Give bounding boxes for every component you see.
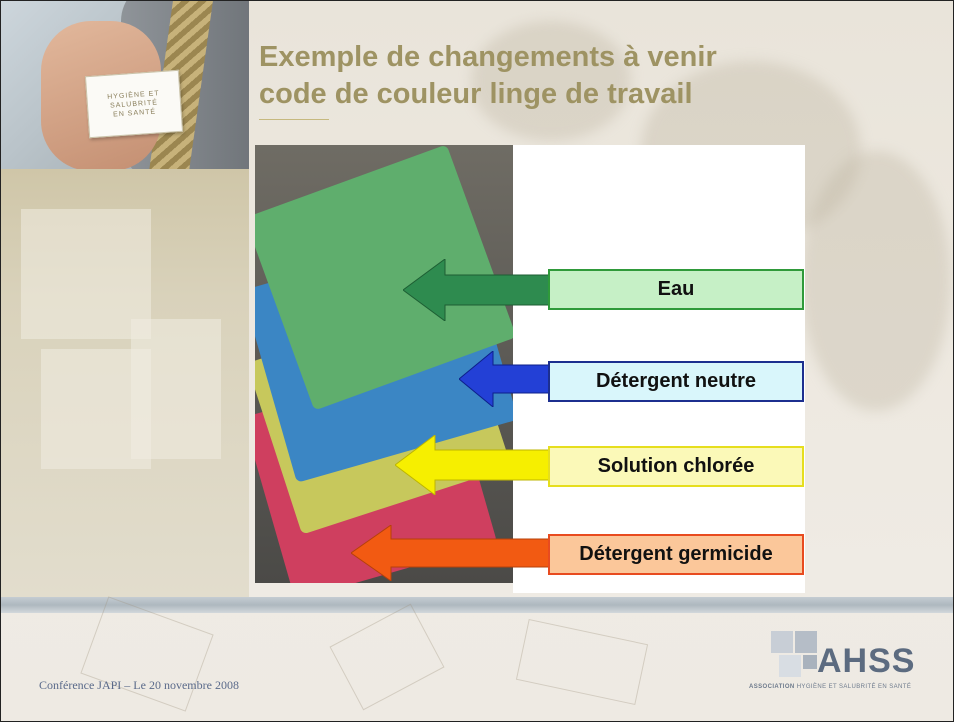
footer-text: Conférence JAPI – Le 20 novembre 2008 <box>39 678 239 692</box>
title-line-2: code de couleur linge de travail <box>259 78 693 110</box>
left-panel <box>1 169 249 597</box>
decorative-sketch <box>80 596 214 712</box>
label-text: Détergent germicide <box>579 543 773 565</box>
decorative-sketch <box>329 603 445 711</box>
label-text: Solution chlorée <box>597 455 755 477</box>
label-neutral-detergent: Détergent neutre <box>548 361 804 402</box>
logo-name: AHSS <box>817 642 916 680</box>
business-card: HYGIÈNE ET SALUBRITÉ EN SANTÉ <box>84 69 184 139</box>
arrow-icon <box>351 525 551 581</box>
divider-band <box>1 597 953 613</box>
arrow-icon <box>395 435 551 495</box>
label-germicide-detergent: Détergent germicide <box>548 534 804 575</box>
label-water: Eau <box>548 269 804 310</box>
arrow-orange <box>351 525 551 581</box>
logo-tagline: HYGIÈNE ET SALUBRITÉ EN SANTÉ <box>796 684 912 690</box>
label-text: Détergent neutre <box>595 370 757 392</box>
logo-prefix: ASSOCIATION <box>749 684 795 690</box>
label-chlorine-solution: Solution chlorée <box>548 446 804 487</box>
background-figure <box>471 21 631 141</box>
cloths-photo <box>255 145 513 583</box>
title-line-1: Exemple de changements à venir <box>259 41 717 73</box>
title-underline <box>259 119 329 120</box>
label-text: Eau <box>657 278 695 300</box>
arrow-blue <box>459 351 551 407</box>
decorative-sketch <box>515 618 649 706</box>
logo-subtitle: ASSOCIATION HYGIÈNE ET SALUBRITÉ EN SANT… <box>749 684 911 690</box>
ahss-logo <box>751 629 947 695</box>
background-figure <box>801 151 951 411</box>
arrow-icon <box>459 351 551 407</box>
slide-title: Exemple de changements à venir code de c… <box>259 39 819 113</box>
card-text: HYGIÈNE ET SALUBRITÉ EN SANTÉ <box>106 89 160 118</box>
arrow-icon <box>403 259 550 321</box>
arrow-yellow <box>395 435 551 495</box>
arrow-green <box>403 259 550 321</box>
